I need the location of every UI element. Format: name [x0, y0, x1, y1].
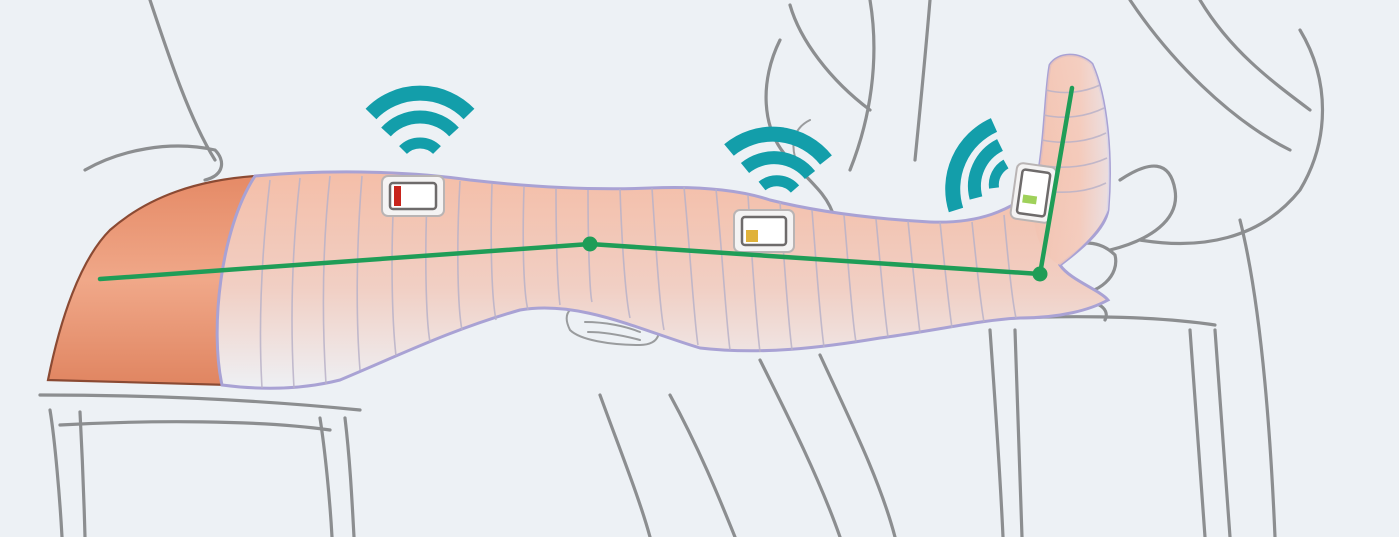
ankle-joint-marker [1033, 267, 1048, 282]
shin-sensor [734, 210, 794, 252]
sensor-indicator [394, 186, 401, 206]
sensor-indicator [746, 230, 758, 242]
thigh-sensor [382, 176, 444, 216]
knee-joint-marker [583, 237, 598, 252]
